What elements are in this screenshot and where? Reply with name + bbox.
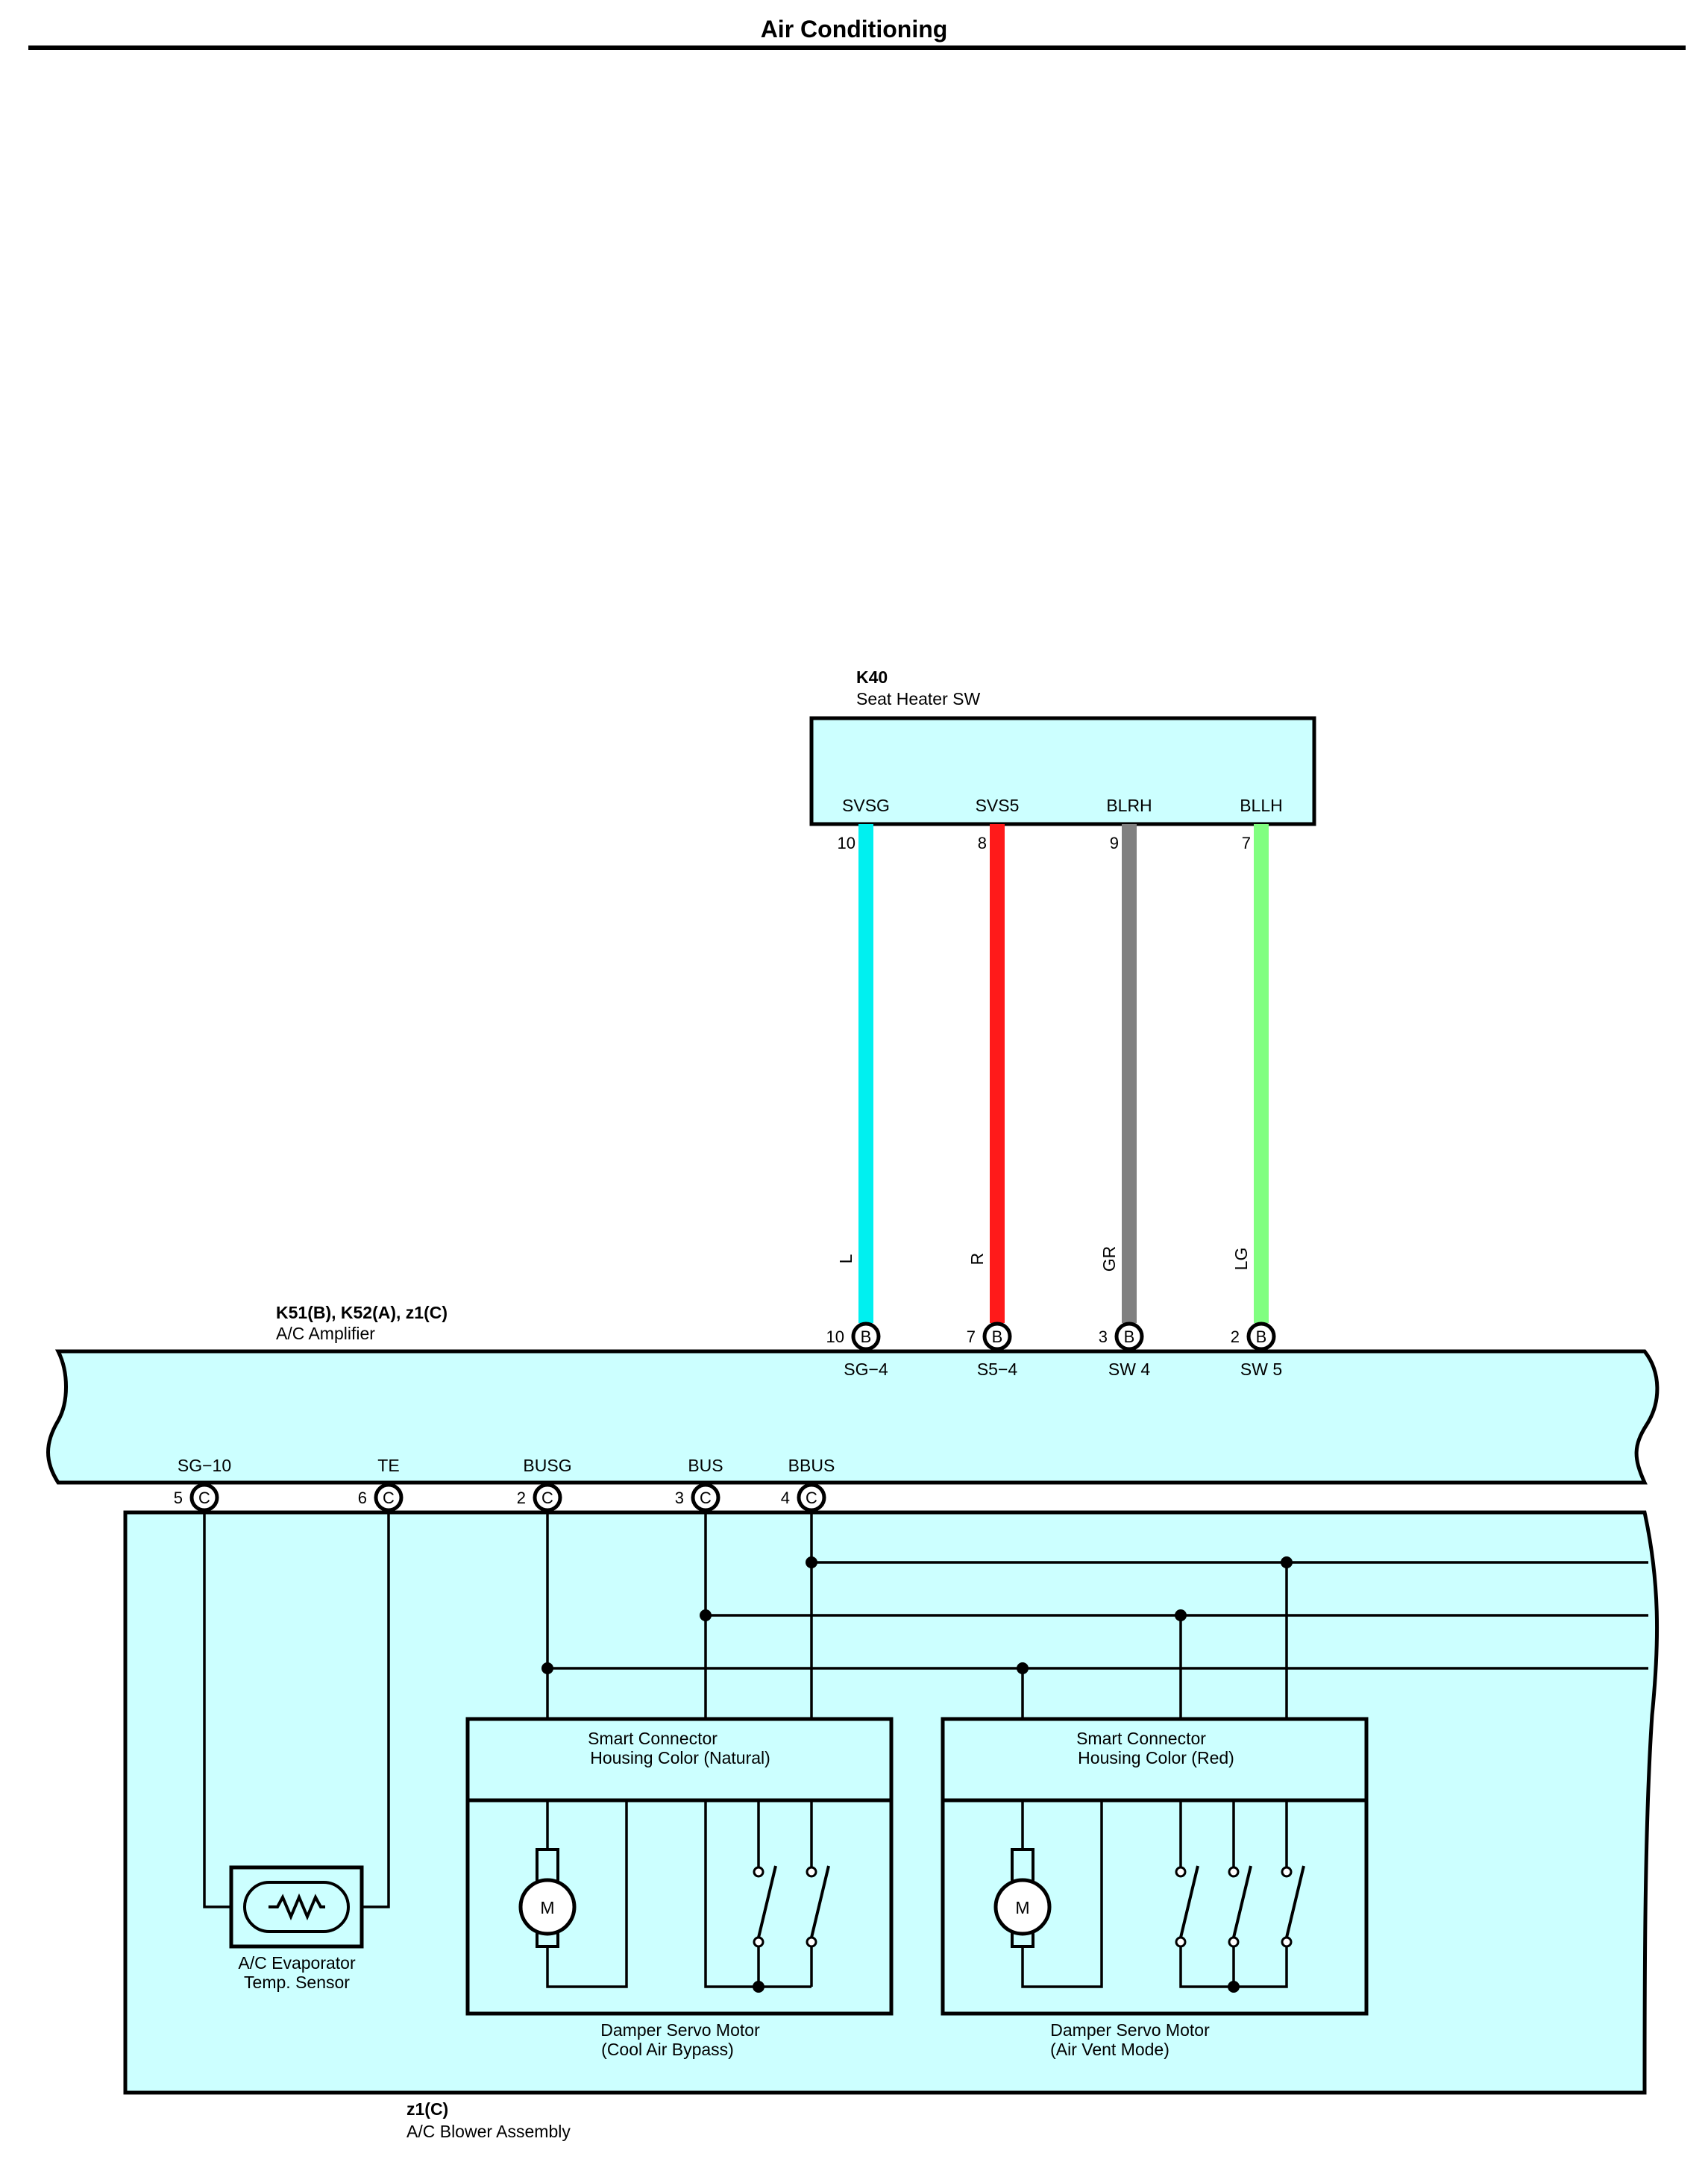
amp-connector-busg: C 2 — [517, 1483, 562, 1512]
amp-pin-number: 2 — [1231, 1327, 1240, 1346]
wire-svsg — [858, 824, 873, 1323]
red-header-line1: Smart Connector — [1076, 1729, 1206, 1748]
amp-conn-letter: B — [861, 1327, 872, 1346]
wire-svs5 — [990, 824, 1005, 1323]
k40-terminal-svs5: SVS5 — [976, 796, 1020, 815]
amp-conn-letter: B — [1256, 1327, 1267, 1346]
motor-label: M — [540, 1898, 554, 1917]
amp-pin-number: 10 — [826, 1327, 844, 1346]
motor-icon — [993, 1878, 1052, 1936]
amplifier-main-box — [46, 1349, 1660, 1485]
amp-pin-number: 3 — [1099, 1327, 1108, 1346]
evaporator-temp-sensor: A/C Evaporator Temp. Sensor — [229, 1865, 364, 1992]
wire-code-svs5: R — [967, 1253, 987, 1266]
amplifier-top-connectors: B 10 B 7 B 3 B 2 — [826, 1322, 1276, 1351]
amp-connector-sg4: B 10 — [826, 1322, 881, 1351]
natural-caption-line2: (Cool Air Bypass) — [601, 2040, 734, 2059]
amp-conn-letter: B — [1124, 1327, 1135, 1346]
amp-pin-number: 6 — [358, 1489, 367, 1507]
smart-connector-natural: Smart Connector Housing Color (Natural) … — [465, 1717, 894, 2059]
blower-code: z1(C) — [406, 2099, 448, 2119]
amp-terminal-sg4: SG−4 — [844, 1360, 888, 1379]
switch-contact-icon — [1232, 1865, 1252, 1938]
k40-pin-blrh: 9 — [1110, 834, 1119, 852]
red-caption-line1: Damper Servo Motor — [1050, 2020, 1210, 2040]
amp-terminal-sw5: SW 5 — [1240, 1360, 1282, 1379]
amp-terminal-bbus: BBUS — [788, 1456, 835, 1475]
k40-seat-heater-switch-box — [809, 716, 1316, 826]
amp-connector-s54: B 7 — [967, 1322, 1012, 1351]
amp-conn-letter: C — [806, 1489, 817, 1507]
amp-pin-number: 2 — [517, 1489, 526, 1507]
sensor-label-line1: A/C Evaporator — [238, 1953, 356, 1973]
amp-pin-number: 5 — [174, 1489, 183, 1507]
natural-caption-line1: Damper Servo Motor — [600, 2020, 760, 2040]
k40-pin-bllh: 7 — [1242, 834, 1251, 852]
amp-pin-number: 3 — [675, 1489, 684, 1507]
switch-contact-icon — [810, 1865, 830, 1938]
red-header-line2: Housing Color (Red) — [1078, 1748, 1234, 1767]
k40-name: Seat Heater SW — [856, 689, 980, 708]
k40-terminal-bllh: BLLH — [1240, 796, 1283, 815]
amp-pin-number: 7 — [967, 1327, 976, 1346]
blower-internal-wiring — [203, 1510, 1648, 1908]
k40-pin-svsg: 10 — [838, 834, 855, 852]
natural-header-line2: Housing Color (Natural) — [590, 1748, 770, 1767]
amp-terminal-bus: BUS — [688, 1456, 723, 1475]
wire-blrh — [1122, 824, 1137, 1323]
switch-contact-icon — [1179, 1865, 1199, 1938]
amp-connector-te: C 6 — [358, 1483, 404, 1512]
wire-bllh — [1254, 824, 1269, 1323]
amp-conn-letter: B — [992, 1327, 1003, 1346]
smart-connector-red: Smart Connector Housing Color (Red) M Da… — [941, 1717, 1369, 2059]
junction-dots — [541, 1556, 1293, 1674]
wire-code-bllh: LG — [1231, 1248, 1251, 1271]
amp-terminal-sg10: SG−10 — [178, 1456, 231, 1475]
thermistor-icon — [269, 1893, 325, 1921]
amp-connector-sw5: B 2 — [1231, 1322, 1276, 1351]
amp-connector-bbus: C 4 — [781, 1483, 826, 1512]
k40-terminal-svsg: SVSG — [842, 796, 890, 815]
motor-icon — [518, 1878, 577, 1936]
k40-pin-svs5: 8 — [978, 834, 987, 852]
amp-terminal-sw4: SW 4 — [1108, 1360, 1150, 1379]
amp-connector-bus: C 3 — [675, 1483, 720, 1512]
amp-terminal-s54: S5−4 — [977, 1360, 1018, 1379]
wire-code-svsg: L — [836, 1254, 855, 1263]
k40-code: K40 — [856, 667, 888, 687]
amp-terminal-te: TE — [377, 1456, 399, 1475]
amp-conn-letter: C — [198, 1489, 210, 1507]
page-title: Air Conditioning — [761, 16, 948, 43]
amp-conn-letter: C — [541, 1489, 553, 1507]
amp-conn-letter: C — [383, 1489, 395, 1507]
amplifier-code: K51(B), K52(A), z1(C) — [276, 1303, 448, 1322]
natural-header-line1: Smart Connector — [588, 1729, 718, 1748]
amplifier-name: A/C Amplifier — [276, 1324, 375, 1343]
switch-contact-icon — [757, 1865, 777, 1938]
amp-conn-letter: C — [700, 1489, 712, 1507]
k40-wires — [858, 824, 1269, 1323]
switch-contact-icon — [1285, 1865, 1305, 1938]
red-caption-line2: (Air Vent Mode) — [1050, 2040, 1169, 2059]
amplifier-bottom-connectors: C 5 C 6 C 2 C 3 C 4 — [174, 1483, 826, 1512]
amp-terminal-busg: BUSG — [523, 1456, 571, 1475]
k40-terminal-blrh: BLRH — [1106, 796, 1152, 815]
amp-pin-number: 4 — [781, 1489, 790, 1507]
sensor-label-line2: Temp. Sensor — [244, 1973, 350, 1992]
blower-name: A/C Blower Assembly — [406, 2122, 571, 2141]
wire-code-blrh: GR — [1099, 1246, 1119, 1272]
motor-label: M — [1015, 1898, 1029, 1917]
amp-connector-sg10: C 5 — [174, 1483, 219, 1512]
amp-connector-sw4: B 3 — [1099, 1322, 1144, 1351]
